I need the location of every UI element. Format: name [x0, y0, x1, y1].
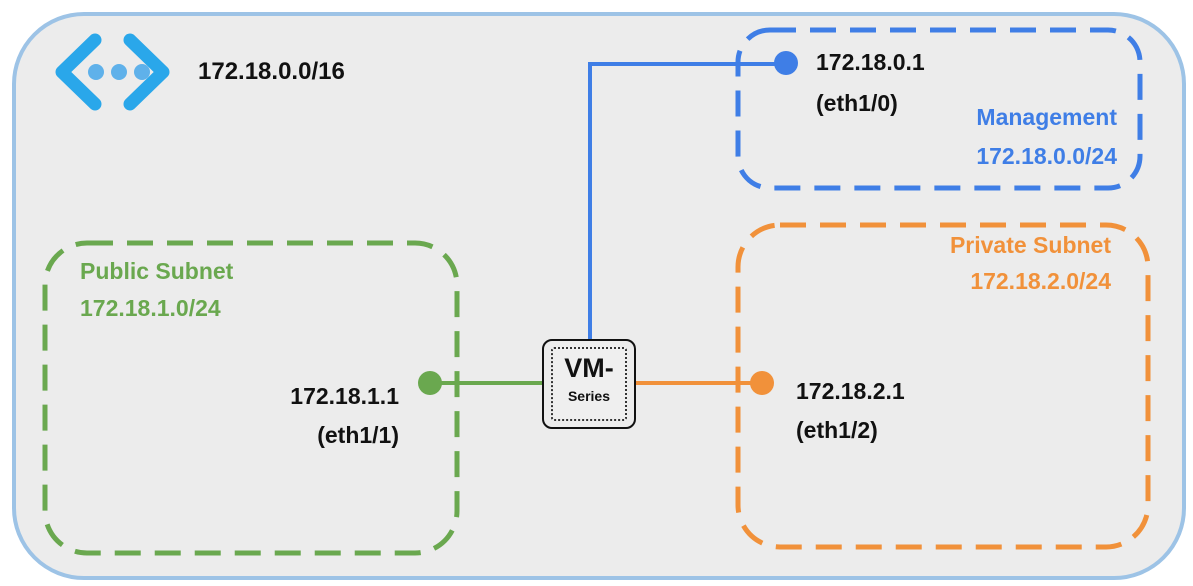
public-name-label: Public Subnet — [80, 258, 234, 284]
vm-series-title: VM- — [564, 353, 614, 383]
management-ip-label: 172.18.0.1 — [816, 49, 925, 75]
private-cidr-label: 172.18.2.0/24 — [970, 268, 1111, 294]
vm-series-subtitle: Series — [567, 388, 611, 404]
vnet-cidr-label: 172.18.0.0/16 — [198, 58, 345, 85]
private-ip-label: 172.18.2.1 — [796, 378, 905, 404]
vm-series-firewall: VM- Series — [542, 339, 636, 429]
vm-series-inner-frame — [551, 347, 627, 421]
management-iface-label: (eth1/0) — [816, 90, 898, 116]
public-cidr-label: 172.18.1.0/24 — [80, 295, 221, 321]
public-iface-label: (eth1/1) — [317, 422, 399, 448]
virtual-network-icon — [55, 33, 170, 111]
private-interface-dot — [750, 371, 774, 395]
private-name-label: Private Subnet — [949, 232, 1111, 258]
management-link — [588, 62, 786, 339]
management-subnet-box — [735, 27, 1143, 191]
public-subnet-box — [42, 240, 460, 556]
management-name-label: Management — [976, 104, 1117, 130]
private-iface-label: (eth1/2) — [796, 417, 878, 443]
management-interface-dot — [774, 51, 798, 75]
vnet-boundary — [12, 12, 1186, 580]
public-ip-label: 172.18.1.1 — [290, 383, 399, 409]
public-interface-dot — [418, 371, 442, 395]
private-subnet-box — [735, 222, 1151, 550]
management-cidr-label: 172.18.0.0/24 — [976, 143, 1117, 169]
